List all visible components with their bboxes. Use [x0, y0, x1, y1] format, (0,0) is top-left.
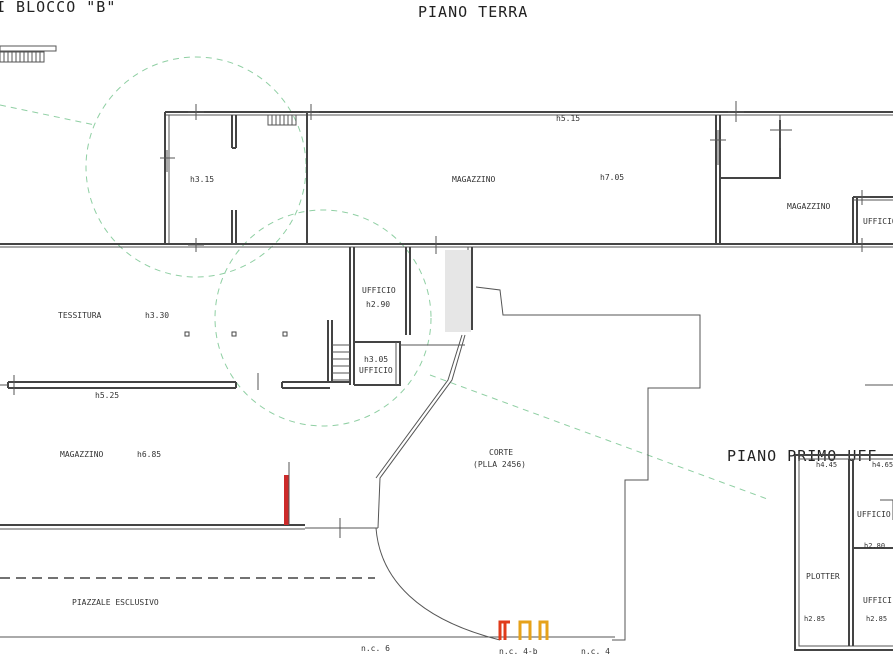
ufficio-height-label: h2.90	[366, 300, 390, 309]
ufficio-label: UFFICIO	[362, 286, 396, 295]
ff-uffici-label: UFFICI	[863, 596, 892, 605]
magazzino-height-label: h7.05	[600, 173, 624, 182]
ff-height-br: h2.85	[866, 615, 887, 623]
first-floor-plan	[794, 384, 893, 651]
block-title: I BLOCCO "B"	[0, 0, 116, 16]
red-bar	[284, 475, 289, 525]
ufficio-small-height-label: h3.05	[364, 355, 388, 364]
stair-symbol-top	[0, 45, 57, 63]
corte-label: CORTE	[489, 448, 513, 457]
room-height-label: h3.15	[190, 175, 214, 184]
magazzino-lower-height-label: h6.85	[137, 450, 161, 459]
wall-height-label: h5.15	[556, 114, 580, 123]
lower-building-walls	[0, 462, 615, 638]
nc4-label: n.c. 4	[581, 647, 610, 656]
cross-marks	[160, 101, 870, 538]
nc4b-label: n.c. 4-b	[499, 647, 538, 656]
ufficio-small-label: UFFICIO	[359, 366, 393, 375]
guide-line-right	[429, 374, 771, 501]
colored-markers	[498, 620, 549, 640]
corte-sub-label: (PLLA 2456)	[473, 460, 526, 469]
swing-arc-2	[214, 209, 432, 427]
wall-height-label-2: h5.25	[95, 391, 119, 400]
room-labels: h3.15 MAGAZZINO h7.05 h5.15 MAGAZZINO UF…	[58, 114, 893, 656]
magazzino-label: MAGAZZINO	[452, 175, 496, 184]
ff-height-bl: h2.85	[804, 615, 825, 623]
first-floor-labels: h4.45 h4.65 UFFICIO h2.80 PLOTTER UFFICI…	[804, 461, 893, 623]
ff-plotter-label: PLOTTER	[806, 572, 840, 581]
courtyard-outline	[375, 286, 701, 641]
ff-height-mid: h2.80	[864, 542, 885, 550]
tessitura-label: TESSITURA	[58, 311, 102, 320]
ground-floor-title: PIANO TERRA	[418, 3, 528, 21]
piazzale-label: PIAZZALE ESCLUSIVO	[72, 598, 159, 607]
ff-height-right: h4.65	[872, 461, 893, 469]
guide-line-left	[0, 104, 96, 126]
ff-height-left: h4.45	[816, 461, 837, 469]
magazzino-lower-label: MAGAZZINO	[60, 450, 104, 459]
opening-shade	[445, 250, 471, 332]
middle-building-walls	[0, 247, 473, 395]
nc6-label: n.c. 6	[361, 644, 390, 653]
ufficio-edge-label: UFFICIO	[863, 217, 893, 226]
upper-building-walls	[0, 111, 893, 248]
tessitura-height-label: h3.30	[145, 311, 169, 320]
column-markers	[184, 331, 288, 337]
ff-ufficio-label: UFFICIO	[857, 510, 891, 519]
magazzino-right-label: MAGAZZINO	[787, 202, 831, 211]
